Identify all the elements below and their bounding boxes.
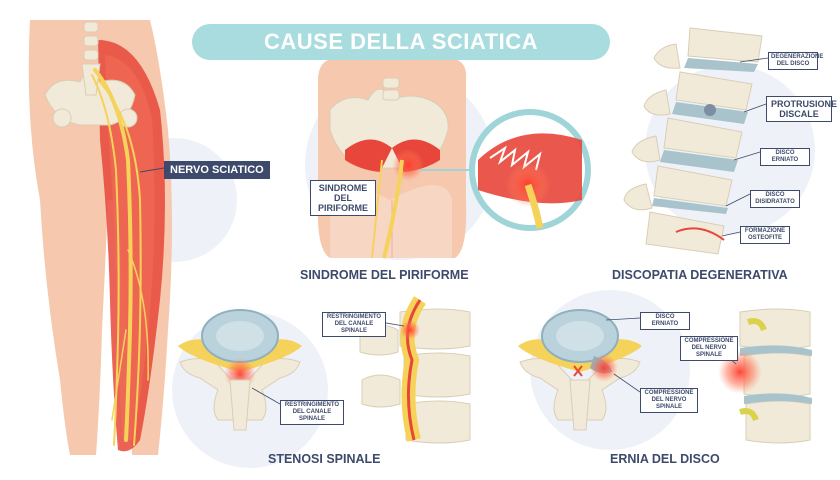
piriformis-section-label: SINDROME DEL PIRIFORME (300, 268, 469, 282)
stenosis-callout-bottom: RESTRINGIMENTO DEL CANALE SPINALE (280, 400, 344, 425)
degenerative-figure (623, 27, 769, 255)
degenerative-callout-1: DEGENERAZIONE DEL DISCO (768, 52, 823, 70)
stenosis-section-label: STENOSI SPINALE (268, 452, 381, 466)
piriformis-callout: SINDROME DEL PIRIFORME (310, 180, 376, 216)
degenerative-callout-4: DISCO DISIDRATATO (750, 190, 800, 208)
hernia-callout-disc: DISCO ERNIATO (640, 312, 690, 330)
stenosis-callout-top: RESTRINGIMENTO DEL CANALE SPINALE (322, 312, 386, 337)
degenerative-callout-5: FORMAZIONE OSTEOFITE (740, 226, 790, 244)
leg-figure (28, 20, 172, 455)
page-title: CAUSE DELLA SCIATICA (264, 29, 538, 54)
hernia-callout-nerve: COMPRESSIONE DEL NERVO SPINALE (640, 388, 698, 413)
degenerative-section-label: DISCOPATIA DEGENERATIVA (612, 268, 788, 282)
piriformis-figure (317, 58, 591, 259)
nerve-label: NERVO SCIATICO (164, 161, 270, 179)
degenerative-callout-3: DISCO ERNIATO (760, 148, 810, 166)
hernia-figure (518, 308, 812, 444)
degenerative-callout-2: PROTRUSIONE DISCALE (766, 96, 837, 122)
hernia-section-label: ERNIA DEL DISCO (610, 452, 720, 466)
stenosis-figure (178, 296, 471, 444)
title-banner: CAUSE DELLA SCIATICA (192, 24, 610, 60)
hernia-callout-nerve-side: COMPRESSIONE DEL NERVO SPINALE (680, 336, 738, 361)
